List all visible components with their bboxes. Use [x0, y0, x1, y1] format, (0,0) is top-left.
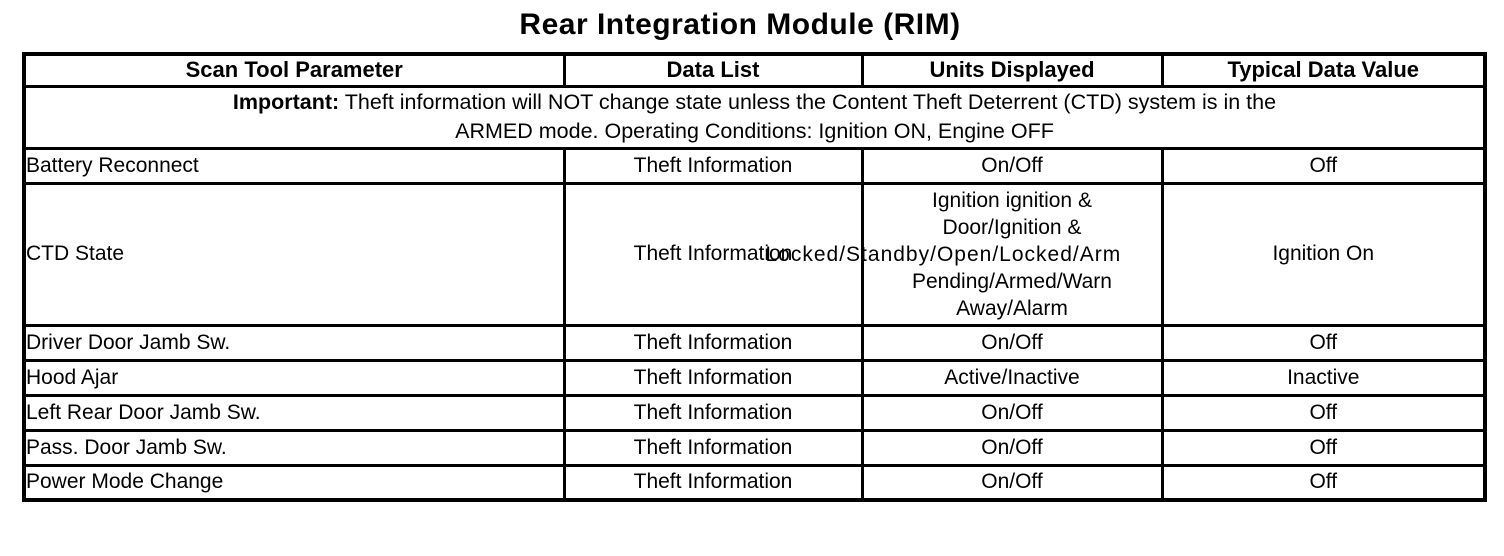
units-line: Ignition ignition &: [932, 188, 1092, 212]
column-header-units-displayed: Units Displayed: [860, 52, 1164, 88]
cell-data-list: Theft Information: [562, 181, 864, 327]
table-header-row: Scan Tool Parameter Data List Units Disp…: [22, 52, 1487, 88]
cell-data-list: Theft Information: [562, 428, 864, 467]
cell-parameter: Hood Ajar: [22, 358, 566, 397]
column-header-data-list: Data List: [562, 52, 864, 88]
cell-units: On/Off: [860, 428, 1164, 467]
units-line: Pending/Armed/Warn: [912, 269, 1112, 293]
page-title: Rear Integration Module (RIM): [519, 8, 961, 41]
table-row: Driver Door Jamb Sw. Theft Information O…: [22, 323, 1487, 362]
table-row: Battery Reconnect Theft Information On/O…: [22, 146, 1487, 185]
cell-data-list: Theft Information: [562, 463, 864, 502]
cell-data-list: Theft Information: [562, 146, 864, 185]
cell-parameter: Left Rear Door Jamb Sw.: [22, 393, 566, 432]
cell-typical: Off: [1160, 393, 1487, 432]
cell-parameter: Driver Door Jamb Sw.: [22, 323, 566, 362]
cell-data-list: Theft Information: [562, 358, 864, 397]
cell-units: On/Off: [860, 146, 1164, 185]
cell-parameter: Power Mode Change: [22, 463, 566, 502]
cell-data-list: Theft Information: [562, 393, 864, 432]
cell-typical: Inactive: [1160, 358, 1487, 397]
cell-typical: Off: [1160, 428, 1487, 467]
cell-units: On/Off: [860, 323, 1164, 362]
important-note-cell: Important: Theft information will NOT ch…: [22, 84, 1487, 150]
cell-typical: Off: [1160, 463, 1487, 502]
rim-parameter-table: Scan Tool Parameter Data List Units Disp…: [22, 52, 1487, 502]
cell-typical: Off: [1160, 323, 1487, 362]
table-row: Power Mode Change Theft Information On/O…: [22, 463, 1487, 502]
cell-typical: Ignition On: [1160, 181, 1487, 327]
cell-units: On/Off: [860, 463, 1164, 502]
cell-units: On/Off: [860, 393, 1164, 432]
units-line: Door/Ignition &: [942, 215, 1082, 239]
cell-typical: Off: [1160, 146, 1487, 185]
cell-units-multiline: Ignition ignition & Door/Ignition & Lock…: [766, 181, 1164, 327]
important-line2: ARMED mode. Operating Conditions: Igniti…: [455, 119, 1054, 143]
important-note-text: Important: Theft information will NOT ch…: [26, 88, 1483, 146]
units-line-overflowing: Locked/Standby/Open/Locked/Arm: [765, 242, 1122, 266]
column-header-scan-tool-parameter: Scan Tool Parameter: [22, 52, 566, 88]
column-header-typical-data-value: Typical Data Value: [1160, 52, 1487, 88]
cell-units: Active/Inactive: [860, 358, 1164, 397]
important-line1: Theft information will NOT change state …: [339, 90, 1277, 114]
cell-parameter: Battery Reconnect: [22, 146, 566, 185]
units-line: Away/Alarm: [956, 296, 1068, 320]
table-row: Hood Ajar Theft Information Active/Inact…: [22, 358, 1487, 397]
table-row-ctd-state: CTD State Theft Information Ignition ign…: [22, 181, 1487, 327]
important-note-row: Important: Theft information will NOT ch…: [22, 84, 1487, 150]
cell-data-list: Theft Information: [562, 323, 864, 362]
table-row: Pass. Door Jamb Sw. Theft Information On…: [22, 428, 1487, 467]
table-row: Left Rear Door Jamb Sw. Theft Informatio…: [22, 393, 1487, 432]
cell-parameter: Pass. Door Jamb Sw.: [22, 428, 566, 467]
important-label: Important:: [232, 90, 340, 114]
cell-parameter: CTD State: [22, 181, 566, 327]
